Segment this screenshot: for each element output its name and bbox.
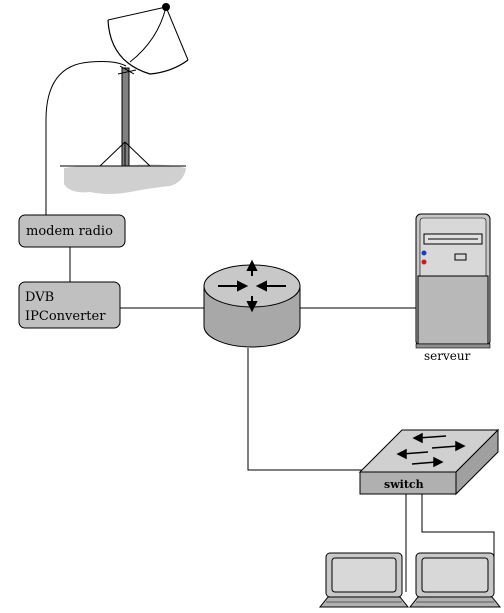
computer-icon (408, 552, 502, 608)
switch-label: switch (384, 478, 424, 491)
dish-feed (162, 3, 170, 11)
dvb-label-line1: DVB (25, 290, 54, 305)
modem-radio: modem radio (18, 214, 126, 248)
router-icon (203, 259, 301, 348)
server-tower-icon: serveur (415, 213, 491, 363)
computer-icon (318, 552, 410, 608)
dish-bowl (107, 19, 189, 75)
server-label: serveur (424, 349, 471, 363)
link-router-switch (247, 348, 362, 471)
dvb-ipconverter: DVB IPConverter (18, 281, 121, 329)
switch-icon: switch (358, 428, 500, 496)
dish-cable (45, 61, 127, 215)
dvb-label-line2: IPConverter (25, 309, 106, 324)
satellite-dish-icon (60, 3, 189, 194)
connections (45, 61, 495, 592)
modem-radio-label: modem radio (26, 224, 113, 239)
ground-shape (64, 164, 186, 194)
